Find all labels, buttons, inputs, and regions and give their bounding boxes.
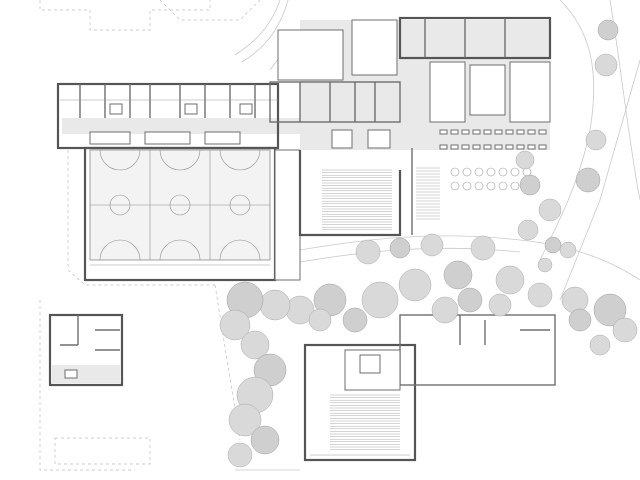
table: [439, 129, 448, 135]
table: [516, 144, 525, 150]
tree: [488, 293, 512, 317]
tree: [219, 309, 251, 341]
tree: [495, 265, 525, 295]
tree: [594, 53, 618, 77]
table: [527, 129, 536, 135]
tree: [537, 257, 553, 273]
table: [527, 144, 536, 150]
round-table: [498, 167, 508, 177]
lower-building: [303, 314, 556, 462]
classroom-wing: [56, 82, 302, 150]
dining-tables: [439, 129, 547, 191]
table: [472, 129, 481, 135]
tree: [431, 296, 459, 324]
tree: [593, 293, 627, 327]
table: [505, 129, 514, 135]
sports-hall: [83, 146, 301, 282]
table: [538, 144, 547, 150]
tree: [457, 287, 483, 313]
tree: [308, 308, 332, 332]
round-table: [510, 181, 520, 191]
tree: [538, 198, 562, 222]
tree: [443, 260, 473, 290]
tree: [420, 233, 444, 257]
context-dashed-boundaries: [39, 0, 261, 471]
round-table: [510, 167, 520, 177]
tree: [544, 236, 562, 254]
table: [472, 144, 481, 150]
tree: [575, 167, 601, 193]
tree: [568, 308, 592, 332]
table: [505, 144, 514, 150]
table: [494, 144, 503, 150]
trees: [219, 19, 638, 468]
central-wing: [269, 16, 552, 237]
table: [461, 144, 470, 150]
round-table: [498, 181, 508, 191]
table: [450, 129, 459, 135]
round-table: [474, 181, 484, 191]
tree: [517, 219, 539, 241]
table: [461, 129, 470, 135]
tree: [561, 286, 589, 314]
tree: [515, 150, 535, 170]
tree: [240, 330, 270, 360]
tree: [342, 307, 368, 333]
tree: [597, 19, 619, 41]
tree: [527, 282, 553, 308]
round-table: [450, 167, 460, 177]
tree: [227, 442, 253, 468]
round-table: [462, 181, 472, 191]
tree: [398, 268, 432, 302]
tree: [361, 281, 399, 319]
table: [516, 129, 525, 135]
round-table: [450, 181, 460, 191]
tree: [519, 174, 541, 196]
tree: [389, 237, 411, 259]
tree: [585, 129, 607, 151]
round-table: [474, 167, 484, 177]
round-table: [486, 167, 496, 177]
table: [483, 129, 492, 135]
tree: [470, 235, 496, 261]
auditorium-seating: [322, 167, 440, 450]
annex-building: [48, 313, 151, 465]
round-table: [486, 181, 496, 191]
table: [538, 129, 547, 135]
tree: [250, 425, 280, 455]
table: [494, 129, 503, 135]
tree: [355, 239, 381, 265]
tree: [612, 317, 638, 343]
tree: [559, 241, 577, 259]
tree: [259, 289, 291, 321]
tree: [228, 403, 262, 437]
table: [439, 144, 448, 150]
tree: [589, 334, 611, 356]
table: [483, 144, 492, 150]
round-table: [462, 167, 472, 177]
table: [450, 144, 459, 150]
